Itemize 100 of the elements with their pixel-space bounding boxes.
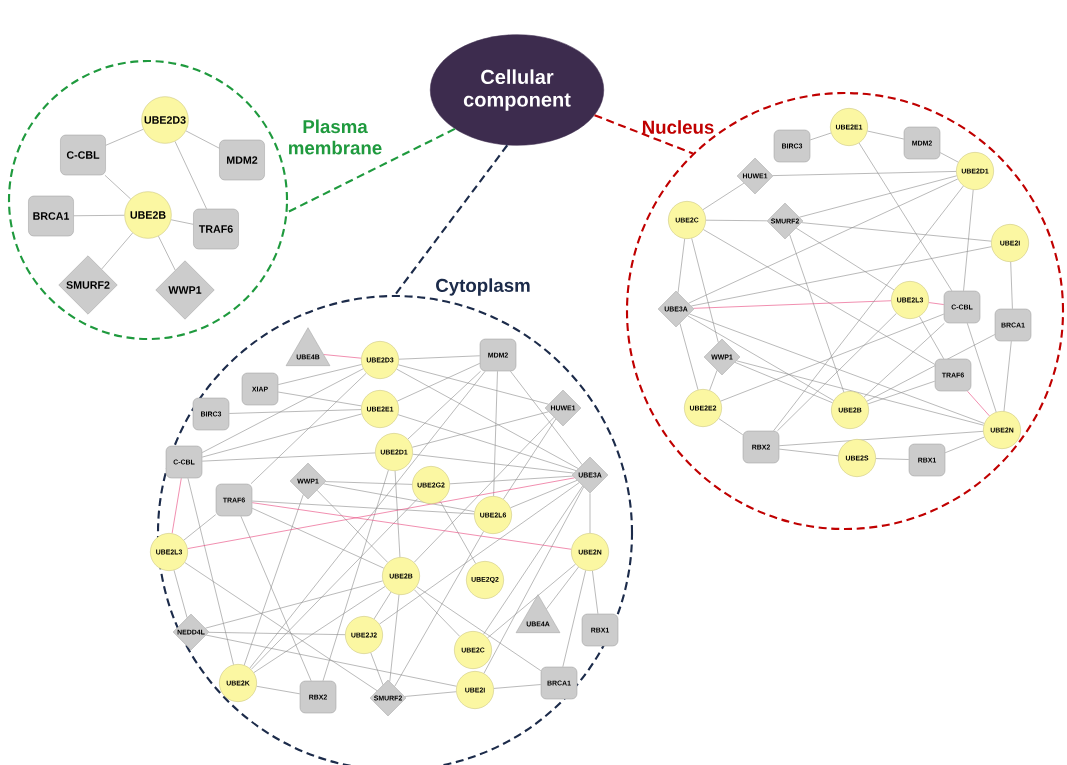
interaction-line [963,189,974,292]
interaction-line [483,486,584,674]
interaction-line [919,316,944,360]
interaction-line [795,227,895,291]
interaction-line [205,580,383,629]
interaction-line [398,355,481,360]
interaction-line [173,569,188,618]
interaction-line [370,652,384,686]
interaction-line [687,315,834,401]
interaction-line [789,234,845,393]
interaction-line [250,498,419,670]
interaction-line [858,142,953,292]
interaction-line [398,364,549,405]
interaction-line [562,570,586,668]
connector-line [287,127,456,214]
interaction-line [413,417,555,563]
interaction-line [690,246,992,307]
interaction-line [253,586,386,673]
interaction-line [101,232,133,270]
interaction-line [201,452,376,462]
interaction-line [412,453,574,474]
interaction-line [810,132,832,141]
interaction-line [277,364,362,385]
interaction-line [703,229,936,365]
interaction-line [412,411,549,448]
interaction-line [487,563,576,639]
interaction-line [689,313,985,424]
interaction-line [183,514,217,541]
interaction-line [867,130,905,140]
compartment-label: Plasma membrane [289,119,382,155]
interaction-line [322,469,389,682]
interaction-line [718,418,744,436]
interaction-line [503,418,557,500]
interaction-line [772,171,957,176]
interaction-line [170,219,194,225]
interaction-line [875,458,910,460]
interaction-line [720,313,945,402]
interaction-line [967,390,990,417]
compartment-label: Nucleus [642,120,714,134]
interaction-line [709,370,718,391]
interaction-line [240,515,312,682]
interaction-line [449,475,574,485]
interaction-line [510,370,583,465]
interaction-line [249,370,486,669]
interaction-line [592,570,599,615]
interaction-line [394,470,401,558]
interaction-line [589,492,591,534]
interaction-line [440,501,476,564]
interaction-line [928,302,945,305]
interaction-line [251,500,475,515]
interaction-line [510,480,578,509]
interaction-line [187,477,575,549]
interaction-line [679,323,699,391]
interaction-line [867,380,936,405]
interaction-line [1003,340,1012,412]
interaction-line [801,222,992,242]
interaction-line [773,185,964,432]
interaction-line [404,691,457,697]
interaction-line [316,489,389,563]
interaction-line [967,322,997,413]
interaction-line [394,531,484,687]
interaction-line [105,128,144,146]
interaction-line [185,130,220,149]
interaction-line [373,591,392,620]
protein-box: BRCA1 [28,195,74,237]
interaction-line [171,477,182,534]
interaction-line [483,485,583,635]
connector-line [394,144,509,296]
protein-box: C-CBL [60,134,106,176]
interaction-line [702,182,745,210]
interaction-line [777,313,897,432]
interaction-line [243,494,304,666]
interaction-line [201,368,364,453]
interaction-line [693,300,892,309]
protein-box: TRAF6 [193,208,239,250]
interaction-line [228,409,362,414]
interaction-line [323,483,475,512]
interaction-line [397,414,577,471]
interaction-line [1010,261,1013,310]
interaction-line [396,368,579,469]
interaction-line [323,354,362,359]
interaction-line [863,322,945,398]
interaction-line [736,360,984,426]
interaction-line [277,391,362,407]
interaction-line [379,482,580,625]
interaction-line [256,685,301,695]
interaction-line [407,370,481,440]
interaction-line [104,174,131,200]
compartment-label: Cytoplasm [436,278,530,296]
interaction-line [677,238,685,294]
interaction-line [208,632,346,635]
interaction-line [184,562,378,691]
interaction-line [778,431,984,447]
interaction-line [493,370,498,497]
interaction-line [493,684,542,689]
interaction-line [778,448,839,457]
interaction-line [73,214,125,217]
interaction-line [201,413,363,458]
interaction-line [389,594,400,682]
interaction-line [705,219,768,222]
